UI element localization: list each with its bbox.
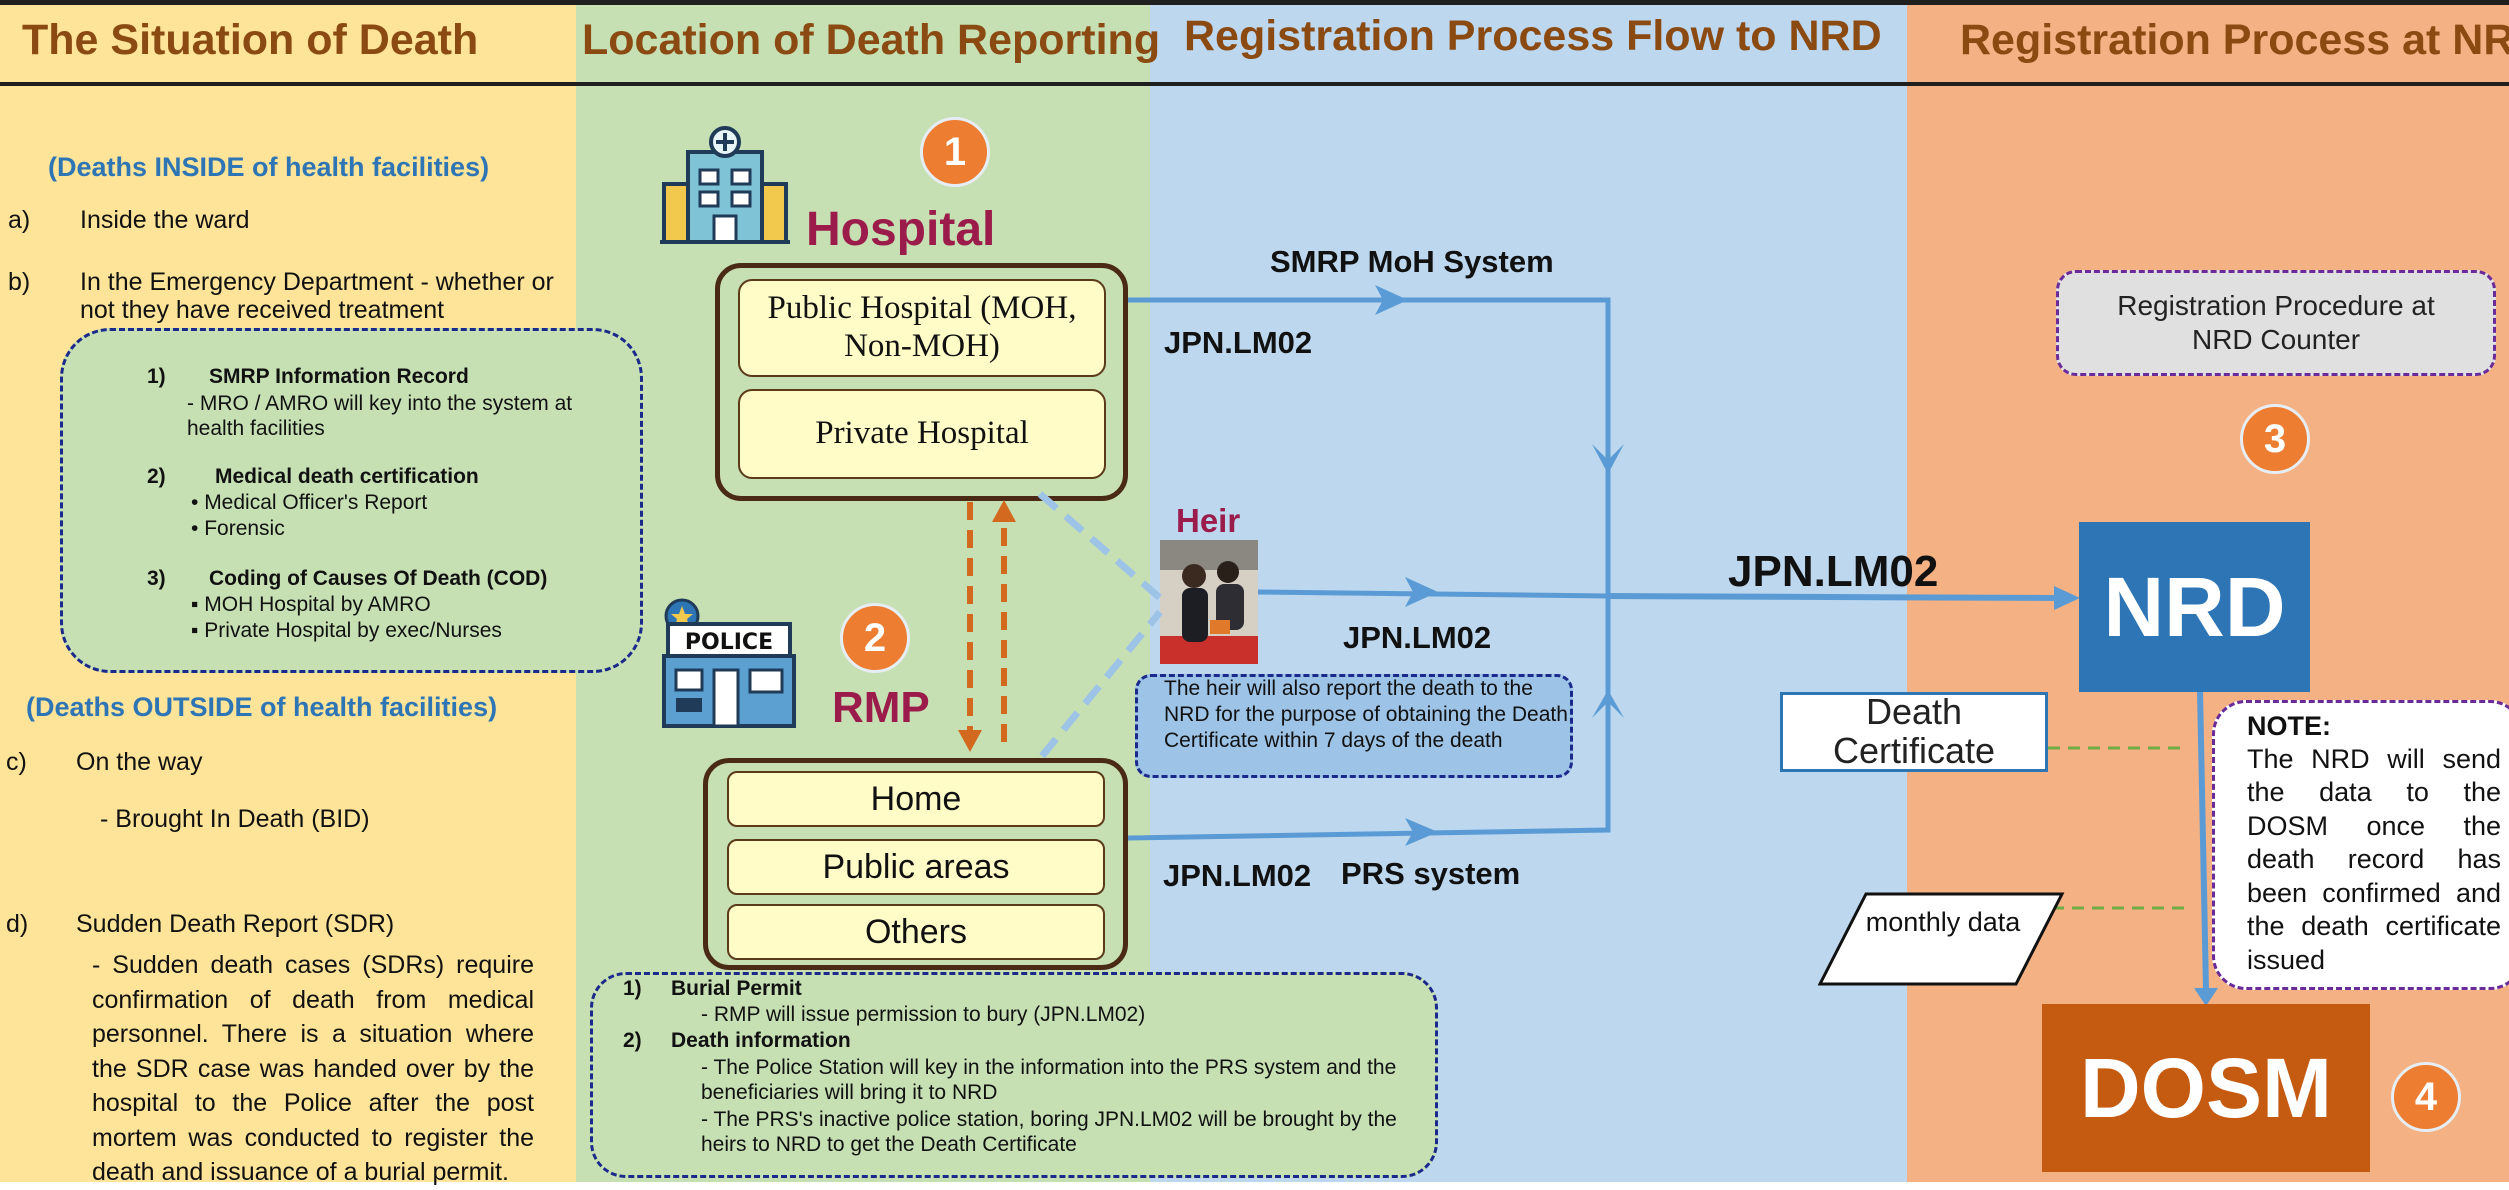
public-hospital-box: Public Hospital (MOH, Non-MOH) [738,279,1106,377]
item-b-marker: b) [8,268,31,296]
step-3-badge: 3 [2240,404,2310,474]
info-2-title: Medical death certification [215,465,479,488]
orange-arrowhead-icon [958,730,982,752]
prs-system-label: PRS system [1341,856,1521,891]
smrp-prs-flow-line [1127,297,1611,841]
police-heir-dash [1039,609,1163,759]
heir-photo [1160,540,1258,664]
heir-note-box: The heir will also report the death to t… [1135,674,1573,778]
step-4-badge: 4 [2391,1062,2461,1132]
info-2-item-1: Forensic [204,517,285,540]
hospital-label: Hospital [806,203,996,256]
place-public-areas: Public areas [727,839,1105,895]
inside-info-box: 1) SMRP Information Record - MRO / AMRO … [60,328,643,673]
flow-arrow-icon [1405,577,1438,607]
monthly-data-shape [1818,892,2065,986]
places-group-box [703,758,1128,970]
lm02-bottom-label: JPN.LM02 [1163,858,1312,893]
nrd-to-dosm-line [2197,689,2209,991]
item-d-text: Sudden Death Report (SDR) [76,910,395,938]
rmp-label: RMP [832,683,930,732]
place-home: Home [727,771,1105,827]
info-2-item-0: Medical Officer's Report [204,491,428,514]
item-d-paragraph: - Sudden death cases (SDRs) require conf… [92,951,534,1186]
police-sign-text: POLICE [685,630,773,655]
info-3-title: Coding of Causes Of Death (COD) [209,567,548,590]
orange-arrowhead-icon [992,500,1016,522]
police-info-2-line: - The PRS's inactive police station, bor… [701,1108,1397,1157]
police-info-2-title: Death information [671,1029,851,1052]
smrp-system-label: SMRP MoH System [1270,244,1554,279]
private-hospital-box: Private Hospital [738,389,1106,479]
info-2-item: • Medical Officer's Report [191,491,428,514]
outside-heading: (Deaths OUTSIDE of health facilities) [26,692,498,722]
info-1-title: SMRP Information Record [209,365,469,388]
info-3-item-1: Private Hospital by exec/Nurses [204,619,502,642]
lm02-main-label: JPN.LM02 [1728,547,1939,596]
info-2-item: • Forensic [191,517,285,540]
item-a-text: Inside the ward [80,206,250,234]
dosm-arrowhead-icon [2194,988,2218,1006]
column-header-situation: The Situation of Death [22,16,479,64]
note-title: NOTE: [2247,711,2331,741]
hospital-group-box [715,263,1128,501]
note-box: NOTE: The NRD will send the data to the … [2212,700,2509,990]
police-info-1-text: - RMP will issue permission to bury (JPN… [701,1003,1146,1026]
info-2-num: 2) [147,465,166,488]
dosm-box: DOSM [2042,1004,2370,1172]
inside-heading: (Deaths INSIDE of health facilities) [48,152,490,182]
info-3-item: ▪ Private Hospital by exec/Nurses [191,619,502,642]
death-certificate-box: Death Certificate [1780,692,2048,772]
lm02-mid-label: JPN.LM02 [1343,620,1492,655]
police-station-icon: POLICE [662,598,796,728]
flow-arrow-icon [1592,690,1624,718]
place-others: Others [727,904,1105,960]
column-header-registration: Registration Process at NRD [1960,16,2509,64]
monthly-data-text: monthly data [1865,907,2021,937]
lm02-top-label: JPN.LM02 [1164,325,1313,360]
info-3-item-0: MOH Hospital by AMRO [204,593,431,616]
nrd-box: NRD [2079,522,2310,692]
police-info-box: 1) Burial Permit - RMP will issue permis… [590,972,1438,1178]
info-1-text: - MRO / AMRO will key into the system at… [187,392,573,441]
registration-counter-box: Registration Procedure at NRD Counter [2056,270,2496,376]
flow-arrow-icon [1405,818,1438,846]
header-rule [0,82,2509,86]
item-b-text: In the Emergency Department - whether or… [80,268,554,324]
info-3-item: ▪ MOH Hospital by AMRO [191,593,431,616]
note-text: The NRD will send the data to the DOSM o… [2247,744,2501,975]
column-header-flow: Registration Process Flow to NRD [1184,12,1882,60]
hospital-heir-dash [1037,491,1163,601]
item-d-marker: d) [6,910,29,938]
police-info-1-title: Burial Permit [671,977,802,1000]
hospital-building-icon [660,126,790,244]
info-3-num: 3) [147,567,166,590]
heir-label: Heir [1176,502,1241,539]
step-1-badge: 1 [920,117,990,187]
item-c-text: On the way [76,748,203,776]
item-c-sub: - Brought In Death (BID) [100,805,370,833]
police-info-1-num: 1) [623,977,642,1000]
top-rule [0,0,2509,5]
item-c-marker: c) [6,748,27,776]
police-info-2-line: - The Police Station will key in the inf… [701,1056,1397,1105]
step-2-badge: 2 [840,603,910,673]
info-1-num: 1) [147,365,166,388]
column-header-location: Location of Death Reporting [582,16,1161,64]
flow-arrow-icon [1375,285,1408,315]
item-a-marker: a) [8,206,31,234]
heir-note-text: The heir will also report the death to t… [1164,677,1568,752]
police-info-2-num: 2) [623,1029,642,1052]
flow-arrow-icon [1592,444,1624,474]
main-flow-line [1607,593,2061,601]
main-arrowhead-icon [2054,586,2080,610]
